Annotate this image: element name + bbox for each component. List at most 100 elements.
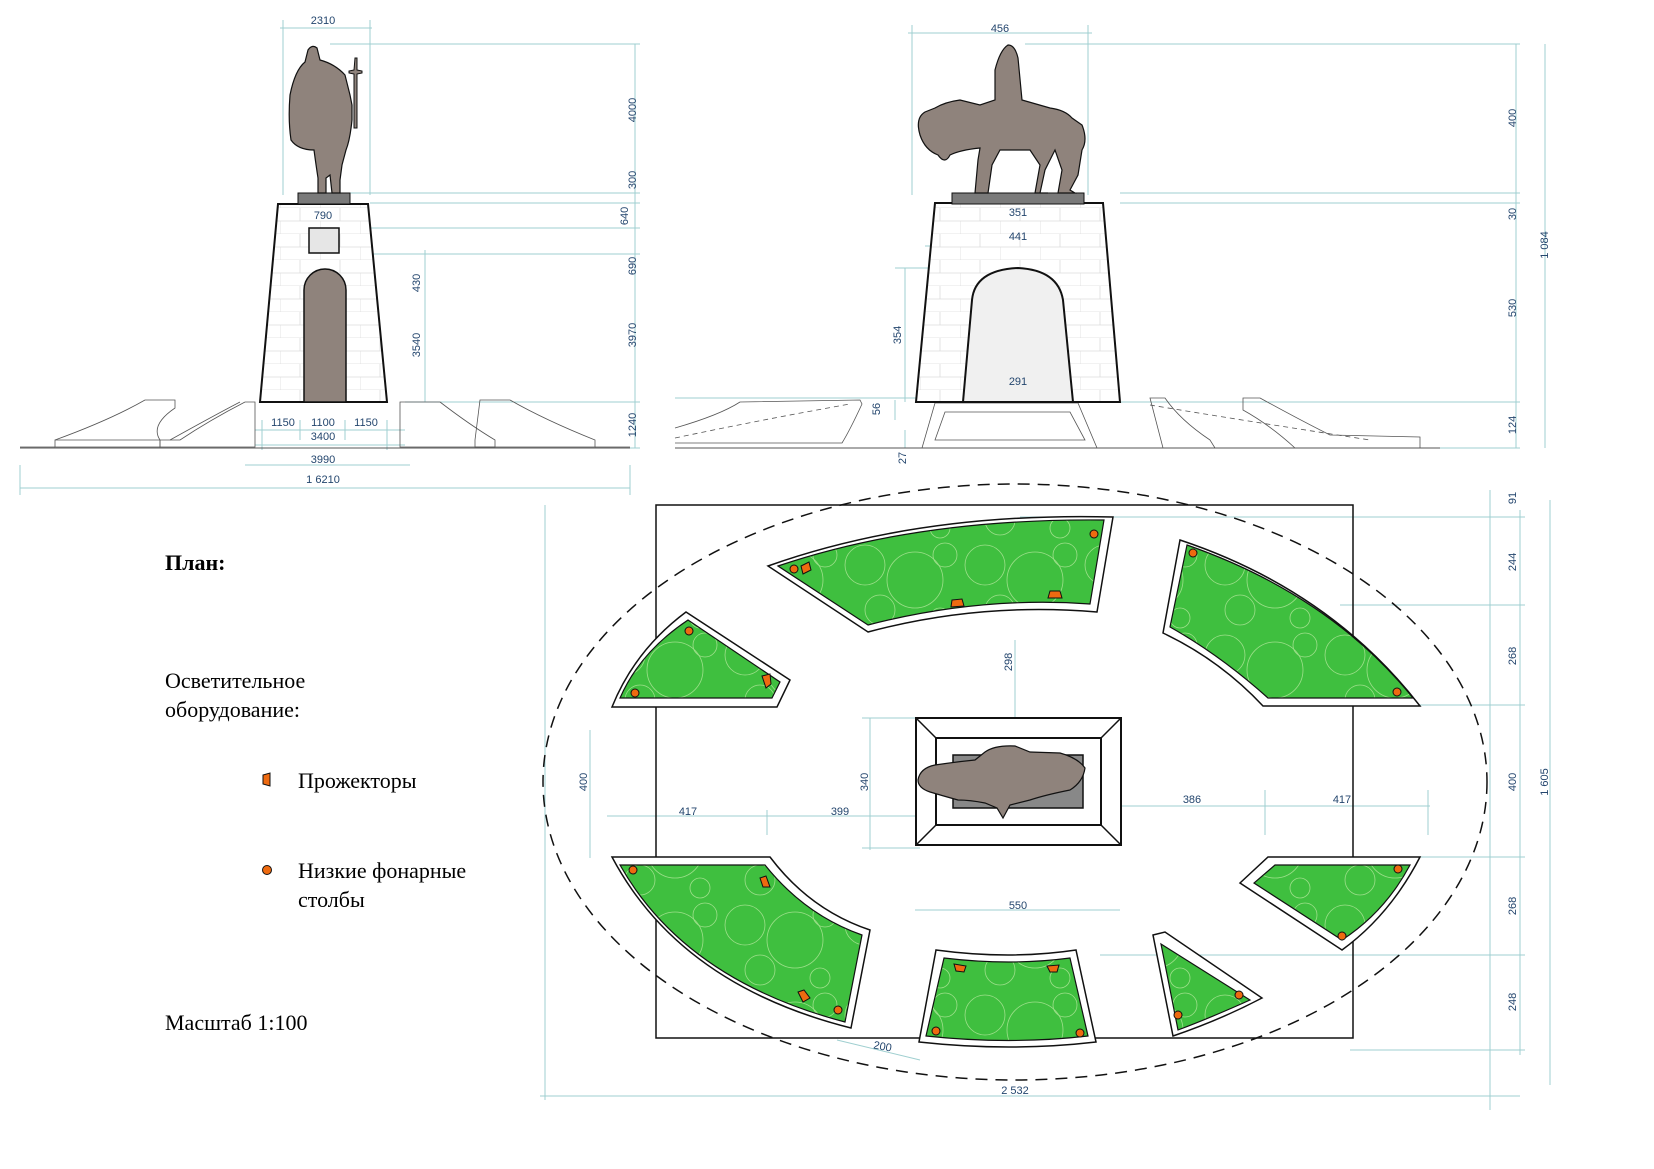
scale-label: Масштаб 1:100 xyxy=(165,1010,308,1035)
dim-plan-298: 298 xyxy=(1003,653,1015,671)
lamp-post-icon xyxy=(628,865,638,875)
lamp-post-icon xyxy=(833,1005,843,1015)
dim-front-base-left: 1150 xyxy=(271,417,295,429)
front-plaque xyxy=(308,227,340,254)
front-arch-door xyxy=(303,268,347,403)
lamp-post-icon xyxy=(258,856,298,885)
plan-title: План: xyxy=(165,550,226,575)
floodlight-icon xyxy=(800,561,812,575)
dim-plan-400-left: 400 xyxy=(578,773,590,791)
lawn-bed-bottom-center xyxy=(918,949,1097,1048)
lawn-bed-bottom-right xyxy=(1238,856,1422,951)
side-horse-rider-silhouette xyxy=(917,44,1086,194)
dim-plan-h-244: 244 xyxy=(1507,553,1519,571)
dim-side-total-height: 1 084 xyxy=(1539,231,1551,259)
legend-label-floodlights: Прожекторы xyxy=(298,768,417,793)
legend-item-lamp-posts: Низкие фонарные столбы xyxy=(258,856,518,914)
dim-side-pedestal-top: 441 xyxy=(1009,231,1027,243)
dim-side-h-400: 400 xyxy=(1507,109,1519,127)
lawn-bed-bottom-left xyxy=(610,856,871,1029)
front-elevation: 2310 790 1150 1100 1150 3400 3990 1 6210… xyxy=(19,15,640,495)
lamp-post-icon xyxy=(1173,1010,1183,1020)
floodlight-icon xyxy=(797,989,811,1003)
plan-floodlights xyxy=(759,561,1063,1003)
side-ramps xyxy=(674,397,1421,449)
plan-monument xyxy=(915,717,1122,846)
side-elevation: 456 351 441 291 354 56 27 400 30 530 124… xyxy=(674,23,1551,464)
front-statue-silhouette xyxy=(288,45,353,194)
dim-plan-h-91: 91 xyxy=(1507,492,1519,504)
dim-front-h-plinth: 300 xyxy=(627,171,639,189)
dim-front-arch-top: 430 xyxy=(411,274,423,292)
lighting-equipment-heading: Осветительное оборудование: xyxy=(165,668,306,722)
legend-item-floodlights: Прожекторы xyxy=(258,766,518,795)
dim-plan-340: 340 xyxy=(859,773,871,791)
dim-front-platform: 3990 xyxy=(311,454,335,466)
dim-front-top-width: 2310 xyxy=(311,15,335,27)
floodlight-icon xyxy=(258,766,298,795)
plan-lamp-posts xyxy=(628,529,1403,1038)
dim-front-arch-height: 3540 xyxy=(411,333,423,357)
dim-front-base-right: 1150 xyxy=(354,417,378,429)
lawn-bed-top-right xyxy=(1162,539,1422,707)
dim-plan-overall-height: 1 605 xyxy=(1539,768,1551,796)
dim-front-h-3970: 3970 xyxy=(627,323,639,347)
dim-side-ground: 27 xyxy=(897,452,909,464)
lamp-post-icon xyxy=(931,1026,941,1036)
dim-side-step: 56 xyxy=(871,403,883,415)
dim-plan-200: 200 xyxy=(872,1040,892,1055)
dim-plan-399: 399 xyxy=(831,806,849,818)
dim-front-base-total: 3400 xyxy=(311,431,335,443)
lamp-post-icon xyxy=(1089,529,1099,539)
site-plan: 298 400 340 417 399 386 417 550 200 2 53… xyxy=(540,483,1551,1110)
front-ramps xyxy=(20,399,630,448)
dim-front-h-statue: 4000 xyxy=(627,98,639,122)
lamp-post-icon xyxy=(1392,687,1402,697)
dim-side-arch-height: 354 xyxy=(892,326,904,344)
dim-plan-h-248: 248 xyxy=(1507,993,1519,1011)
lamp-post-icon xyxy=(789,564,799,574)
dim-plan-h-268-bottom: 268 xyxy=(1507,897,1519,915)
floodlight-icon xyxy=(950,598,965,608)
lawn-bed-bottom-right-small xyxy=(1152,931,1264,1037)
lamp-post-icon xyxy=(1393,864,1403,874)
dim-front-h-690: 690 xyxy=(627,257,639,275)
floodlight-icon xyxy=(761,673,772,689)
dim-plan-386: 386 xyxy=(1183,794,1201,806)
plan-boundary-ellipse xyxy=(542,483,1488,1081)
lamp-post-icon xyxy=(1075,1028,1085,1038)
dim-side-top-width: 456 xyxy=(991,23,1009,35)
lamp-post-icon xyxy=(1234,990,1244,1000)
side-plinth xyxy=(951,192,1085,205)
front-sword xyxy=(348,57,363,129)
dim-plan-550: 550 xyxy=(1009,900,1027,912)
floodlight-icon xyxy=(1046,964,1060,973)
legend-label-lamp-posts: Низкие фонарные столбы xyxy=(298,858,467,912)
lamp-post-icon xyxy=(1337,931,1347,941)
dim-front-plaque: 790 xyxy=(314,210,332,222)
dim-side-h-530: 530 xyxy=(1507,299,1519,317)
dim-plan-h-400: 400 xyxy=(1507,773,1519,791)
dim-front-h-1240: 1240 xyxy=(627,413,639,437)
dim-plan-overall-width: 2 532 xyxy=(1001,1085,1029,1097)
dim-plan-417-left: 417 xyxy=(679,806,697,818)
side-arch-door xyxy=(961,266,1075,403)
front-plinth xyxy=(297,192,351,205)
plan-statue-silhouette xyxy=(917,745,1086,820)
dim-side-plinth-top: 351 xyxy=(1009,207,1027,219)
floodlight-icon xyxy=(759,875,771,888)
dim-front-overall: 1 6210 xyxy=(306,474,340,486)
dim-side-h-30: 30 xyxy=(1507,208,1519,220)
lamp-post-icon xyxy=(1188,548,1198,558)
plan-dimension-lines xyxy=(540,490,1551,1110)
dim-front-h-640: 640 xyxy=(619,207,631,225)
lawn-bed-top-center xyxy=(766,515,1114,633)
lamp-post-icon xyxy=(630,688,640,698)
lamp-post-icon xyxy=(684,626,694,636)
floodlight-icon xyxy=(953,963,967,973)
floodlight-icon xyxy=(1047,590,1063,599)
dim-side-arch-base: 291 xyxy=(1009,376,1027,388)
lawn-bed-top-left xyxy=(610,611,791,708)
dim-plan-417-right: 417 xyxy=(1333,794,1351,806)
